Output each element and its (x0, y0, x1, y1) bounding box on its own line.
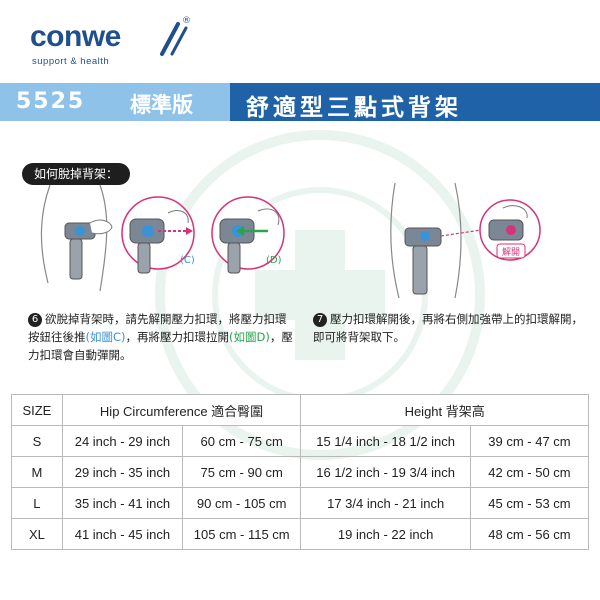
table-header-row: SIZE Hip Circumference 適合臀圍 Height 背架高 (11, 394, 589, 426)
section-label: 如何脫掉背架： (22, 163, 131, 185)
size-table: SIZE Hip Circumference 適合臀圍 Height 背架高 S… (11, 394, 590, 550)
model-number: 5525 (16, 89, 86, 114)
cell-height-cm: 39 cm - 47 cm (469, 425, 590, 457)
remove-brace-illustration: (C) (D) (40, 184, 285, 292)
cell-hip-cm: 105 cm - 115 cm (182, 518, 302, 550)
cell-hip-inch: 41 inch - 45 inch (61, 518, 184, 550)
step-6-ref-d: (如圖D) (229, 330, 270, 344)
cell-hip-inch: 24 inch - 29 inch (61, 425, 184, 457)
brand-tagline: support & health (32, 56, 110, 67)
banner-right-panel (230, 83, 600, 121)
table-row: S 24 inch - 29 inch 60 cm - 75 cm 15 1/4… (11, 425, 590, 457)
cell-size: M (11, 456, 63, 488)
brand-name: conwe (30, 20, 121, 53)
cell-hip-cm: 90 cm - 105 cm (182, 487, 302, 519)
title-banner: 5525 標準版 舒適型三點式背架 (0, 83, 600, 121)
banner-left-panel (0, 83, 230, 121)
registered-mark: ® (182, 16, 191, 26)
cell-hip-inch: 29 inch - 35 inch (61, 456, 184, 488)
step-6-text-2: ，再將壓力扣環拉開 (125, 330, 230, 344)
step-6-number: 6 (28, 313, 42, 327)
step-7-number: 7 (313, 313, 327, 327)
cell-height-cm: 45 cm - 53 cm (469, 487, 590, 519)
header-height: Height 背架高 (300, 394, 589, 426)
cell-height-inch: 15 1/4 inch - 18 1/2 inch (300, 425, 471, 457)
header-hip: Hip Circumference 適合臀圍 (61, 394, 302, 426)
product-title: 舒適型三點式背架 (246, 95, 462, 121)
cell-height-cm: 48 cm - 56 cm (469, 518, 590, 550)
step-7-text: 壓力扣環解開後，再將右側加強帶上的扣環解開，即可將背架取下。 (313, 312, 583, 344)
logo-slash-icon (160, 22, 188, 56)
cell-height-cm: 42 cm - 50 cm (469, 456, 590, 488)
cell-height-inch: 19 inch - 22 inch (300, 518, 471, 550)
release-strap-illustration: 解開 (390, 182, 541, 299)
cell-size: S (11, 425, 63, 457)
callout-c-label: (C) (180, 255, 195, 266)
cell-hip-inch: 35 inch - 41 inch (61, 487, 184, 519)
cell-height-inch: 16 1/2 inch - 19 3/4 inch (300, 456, 471, 488)
watermark-seal-icon (155, 130, 485, 460)
callout-d-label: (D) (266, 255, 282, 266)
callout-release-label: 解開 (502, 246, 520, 258)
step-6-ref-c: (如圖C) (85, 330, 126, 344)
table-row: XL 41 inch - 45 inch 105 cm - 115 cm 19 … (11, 518, 590, 550)
cell-size: L (11, 487, 63, 519)
table-row: L 35 inch - 41 inch 90 cm - 105 cm 17 3/… (11, 487, 590, 519)
table-row: M 29 inch - 35 inch 75 cm - 90 cm 16 1/2… (11, 456, 590, 488)
step-6-text-3: ，壓力扣環會自動彈開。 (28, 330, 293, 362)
step-6-text-1: 欲脫掉背架時，請先解開壓力扣環，將壓力扣環按鈕往後推 (28, 312, 287, 344)
brand-logo: conwe ® support & health (30, 16, 191, 74)
cell-hip-cm: 60 cm - 75 cm (182, 425, 302, 457)
cell-size: XL (11, 518, 63, 550)
cell-hip-cm: 75 cm - 90 cm (182, 456, 302, 488)
cell-height-inch: 17 3/4 inch - 21 inch (300, 487, 471, 519)
header-size: SIZE (11, 394, 63, 426)
version-label: 標準版 (130, 93, 193, 117)
